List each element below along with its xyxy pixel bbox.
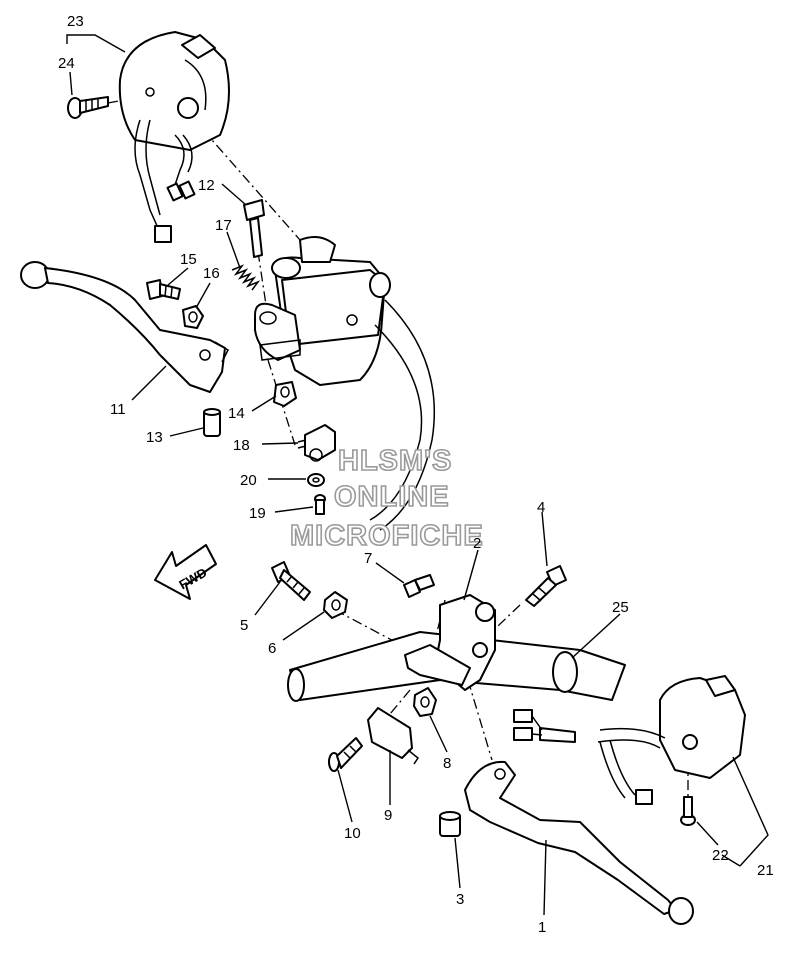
screw-22 bbox=[680, 796, 696, 826]
callout-3: 3 bbox=[456, 891, 464, 908]
callout-13: 13 bbox=[146, 429, 163, 446]
left-switch-housing bbox=[118, 31, 230, 243]
leader-lines bbox=[66, 34, 769, 916]
callout-2: 2 bbox=[473, 535, 481, 552]
collar-8 bbox=[413, 687, 437, 717]
watermark-line-3: MICROFICHE bbox=[290, 520, 484, 552]
callout-25: 25 bbox=[612, 599, 629, 616]
callout-20: 20 bbox=[240, 472, 257, 489]
callout-8: 8 bbox=[443, 755, 451, 772]
brake-lever bbox=[20, 261, 229, 393]
callout-16: 16 bbox=[203, 265, 220, 282]
callout-14: 14 bbox=[228, 405, 245, 422]
clutch-lever-1 bbox=[464, 760, 694, 925]
callout-numbers: 1 2 3 4 5 6 7 8 9 10 11 12 13 14 15 16 1… bbox=[58, 13, 774, 936]
bolt-15 bbox=[146, 279, 181, 300]
watermark: HLSM'S ONLINE MICROFICHE bbox=[289, 444, 484, 553]
washer-20 bbox=[307, 473, 325, 487]
bolt-4 bbox=[525, 565, 567, 607]
callout-1: 1 bbox=[538, 919, 546, 936]
callout-12: 12 bbox=[198, 177, 215, 194]
callout-23: 23 bbox=[67, 13, 84, 30]
callout-11: 11 bbox=[110, 401, 126, 418]
spring-17 bbox=[231, 264, 261, 291]
bolt-5 bbox=[271, 561, 311, 601]
bolt-12 bbox=[243, 199, 265, 258]
forward-direction-arrow: FWD bbox=[154, 544, 217, 600]
watermark-line-2: ONLINE bbox=[334, 481, 450, 513]
callout-10: 10 bbox=[344, 825, 361, 842]
callout-15: 15 bbox=[180, 251, 197, 268]
screw-24 bbox=[67, 96, 109, 119]
callout-19: 19 bbox=[249, 505, 266, 522]
nut-16 bbox=[182, 305, 204, 329]
callout-24: 24 bbox=[58, 55, 75, 72]
callout-7: 7 bbox=[364, 550, 372, 567]
callout-6: 6 bbox=[268, 640, 276, 657]
master-cylinder bbox=[254, 235, 436, 531]
bushing-13 bbox=[203, 408, 221, 437]
clutch-switch-9 bbox=[367, 707, 420, 765]
watermark-line-1: HLSM'S bbox=[338, 445, 452, 477]
callout-4: 4 bbox=[537, 499, 545, 516]
clutch-holder-2 bbox=[404, 594, 496, 691]
callout-18: 18 bbox=[233, 437, 250, 454]
screw-10 bbox=[328, 737, 363, 772]
nut-14 bbox=[273, 381, 297, 407]
right-switch-housing bbox=[513, 675, 746, 805]
screw-7 bbox=[403, 574, 435, 598]
callout-9: 9 bbox=[384, 807, 392, 824]
bushing-3 bbox=[439, 811, 461, 837]
brake-switch-18 bbox=[297, 424, 336, 462]
callout-21: 21 bbox=[757, 862, 774, 879]
callout-22: 22 bbox=[712, 847, 729, 864]
callout-17: 17 bbox=[215, 217, 232, 234]
nut-6 bbox=[323, 591, 348, 619]
screw-19 bbox=[314, 494, 326, 515]
callout-5: 5 bbox=[240, 617, 248, 634]
